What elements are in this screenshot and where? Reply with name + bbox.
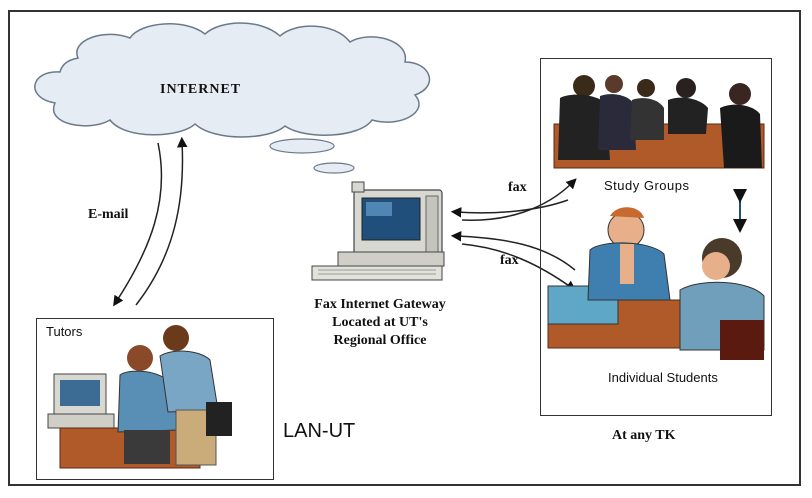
fax-arrow-to-students <box>461 243 577 292</box>
fax-label-top: fax <box>508 180 527 195</box>
gateway-line-1: Fax Internet Gateway <box>314 297 446 312</box>
gateway-line-2: Located at UT's <box>332 315 428 330</box>
email-arrow-up <box>135 136 188 306</box>
gateway-computer-icon <box>311 181 445 281</box>
fax-arrow-to-groups <box>461 178 577 221</box>
fax-arrow-to-gateway-lower <box>450 230 576 271</box>
internet-cloud <box>34 22 431 138</box>
study-groups-illustration <box>553 75 765 169</box>
tk-site-box <box>540 58 772 416</box>
lan-label: LAN-UT <box>283 420 356 442</box>
email-arrow-down <box>113 142 163 307</box>
individual-students-illustration <box>547 207 765 360</box>
individual-students-label: Individual Students <box>608 370 718 385</box>
cloud-puff <box>269 138 335 154</box>
tutors-box <box>36 318 274 480</box>
cloud-puff <box>313 162 355 174</box>
gateway-caption: Fax Internet Gateway Located at UT's Reg… <box>296 296 464 350</box>
tutors-label: Tutors <box>46 324 83 339</box>
fax-label-bottom: fax <box>500 253 519 268</box>
gateway-line-3: Regional Office <box>333 333 427 348</box>
study-groups-label: Study Groups <box>604 178 690 193</box>
site-label: At any TK <box>612 428 676 443</box>
email-label: E-mail <box>88 207 129 222</box>
fax-arrow-to-gateway <box>450 199 569 218</box>
internet-label: INTERNET <box>160 82 242 97</box>
tutors-illustration <box>47 325 232 469</box>
